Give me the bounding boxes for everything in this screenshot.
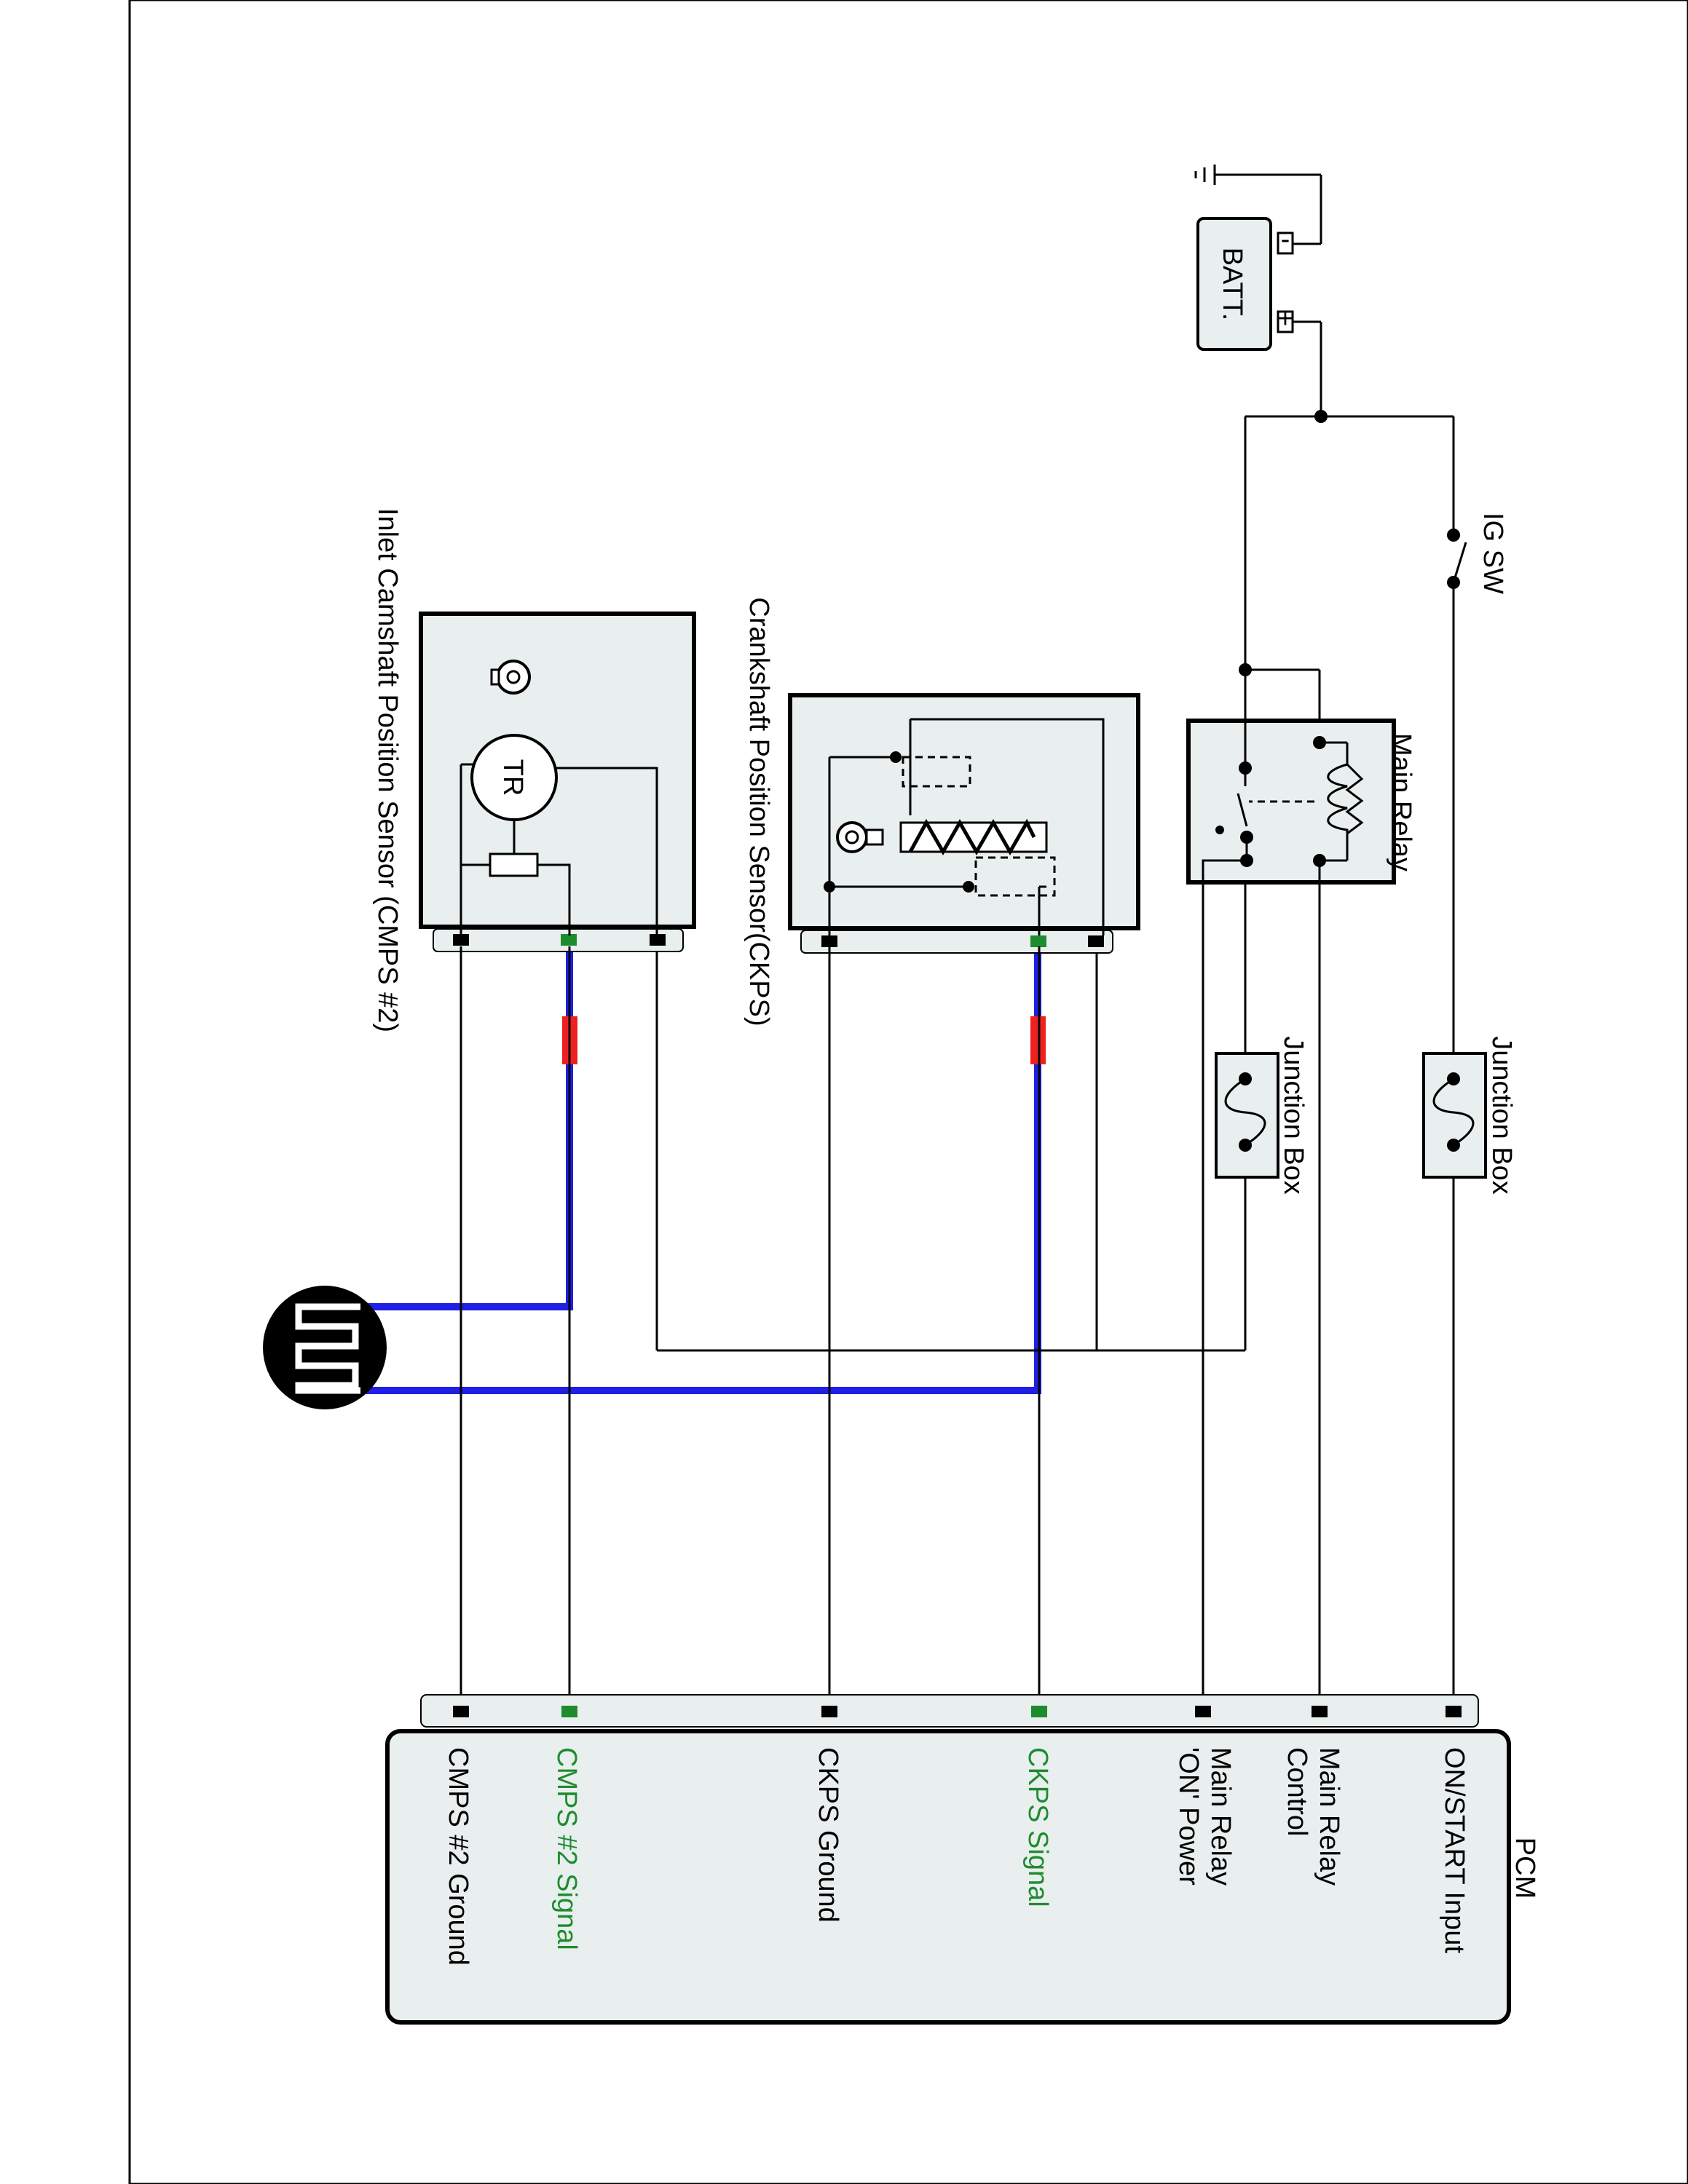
pcm-wires <box>460 946 1041 1713</box>
pcm-pin-cmps2-ground: CMPS #2 Ground <box>443 1747 473 1966</box>
battery-plus-label: + <box>1277 304 1293 334</box>
ignition-switch: IG SW <box>1447 513 1508 1074</box>
camshaft-position-sensor: TR Inlet Camshaft Position Sensor (CMPS … <box>372 508 696 1032</box>
pcm-pin-on-start-input: ON/START Input <box>1439 1747 1470 1953</box>
junction-box-2-label: Junction Box <box>1278 1036 1309 1195</box>
pcm-pin-label-line1: Main Relay <box>1314 1747 1344 1886</box>
battery-label: BATT. <box>1217 248 1247 321</box>
pcm-pin-label: CKPS Ground <box>813 1747 843 1923</box>
pcm-pin-label-line2: Control <box>1282 1747 1312 1837</box>
crankshaft-position-sensor: Crankshaft Position Sensor(CKPS) <box>744 597 1140 1026</box>
pcm-label: PCM <box>1510 1837 1540 1899</box>
pcm-pin-label: CMPS #2 Ground <box>443 1747 473 1966</box>
pcm-pin-markers <box>453 1706 1462 1717</box>
pcm-pin-ckps-signal: CKPS Signal <box>1022 1747 1053 1907</box>
battery-minus-label: - <box>1281 224 1290 255</box>
pcm-pin-main-relay-on-power: Main Relay 'ON' Power <box>1173 1747 1236 1894</box>
power-rails <box>1244 410 1455 670</box>
pcm-pin-main-relay-control: Main Relay Control <box>1282 1747 1344 1894</box>
junction-box-2: Junction Box <box>1215 882 1309 1350</box>
battery: - + BATT. <box>1194 165 1322 416</box>
main-relay-label: Main Relay <box>1386 733 1416 871</box>
pcm-pin-label: ON/START Input <box>1439 1747 1470 1953</box>
cmps-label: Inlet Camshaft Position Sensor (CMPS #2) <box>372 508 403 1032</box>
pcm-pin-cmps2-signal: CMPS #2 Signal <box>551 1747 582 1950</box>
ckps-label: Crankshaft Position Sensor(CKPS) <box>744 597 774 1026</box>
shielded-wires <box>360 939 1046 1394</box>
main-relay: Main Relay <box>1186 663 1416 1713</box>
junction-box-1: Junction Box <box>1422 1036 1517 1713</box>
pcm-pin-label-line2: 'ON' Power <box>1173 1747 1204 1886</box>
shield-ground-symbol <box>263 1286 387 1409</box>
sensor-supply-rail <box>655 939 1245 1352</box>
pcm-pin-label: CKPS Signal <box>1022 1747 1053 1907</box>
pcm-module: PCM ON/START Input Main Relay Control Ma… <box>385 1694 1540 2025</box>
page-frame <box>128 0 1688 2184</box>
pcm-pin-label-line1: Main Relay <box>1205 1747 1236 1886</box>
ig-switch-label: IG SW <box>1478 513 1508 594</box>
pcm-pin-ckps-ground: CKPS Ground <box>813 1747 843 1923</box>
tr-label: TR <box>497 759 528 796</box>
pcm-pin-label: CMPS #2 Signal <box>551 1747 582 1950</box>
junction-box-1-label: Junction Box <box>1486 1036 1517 1195</box>
